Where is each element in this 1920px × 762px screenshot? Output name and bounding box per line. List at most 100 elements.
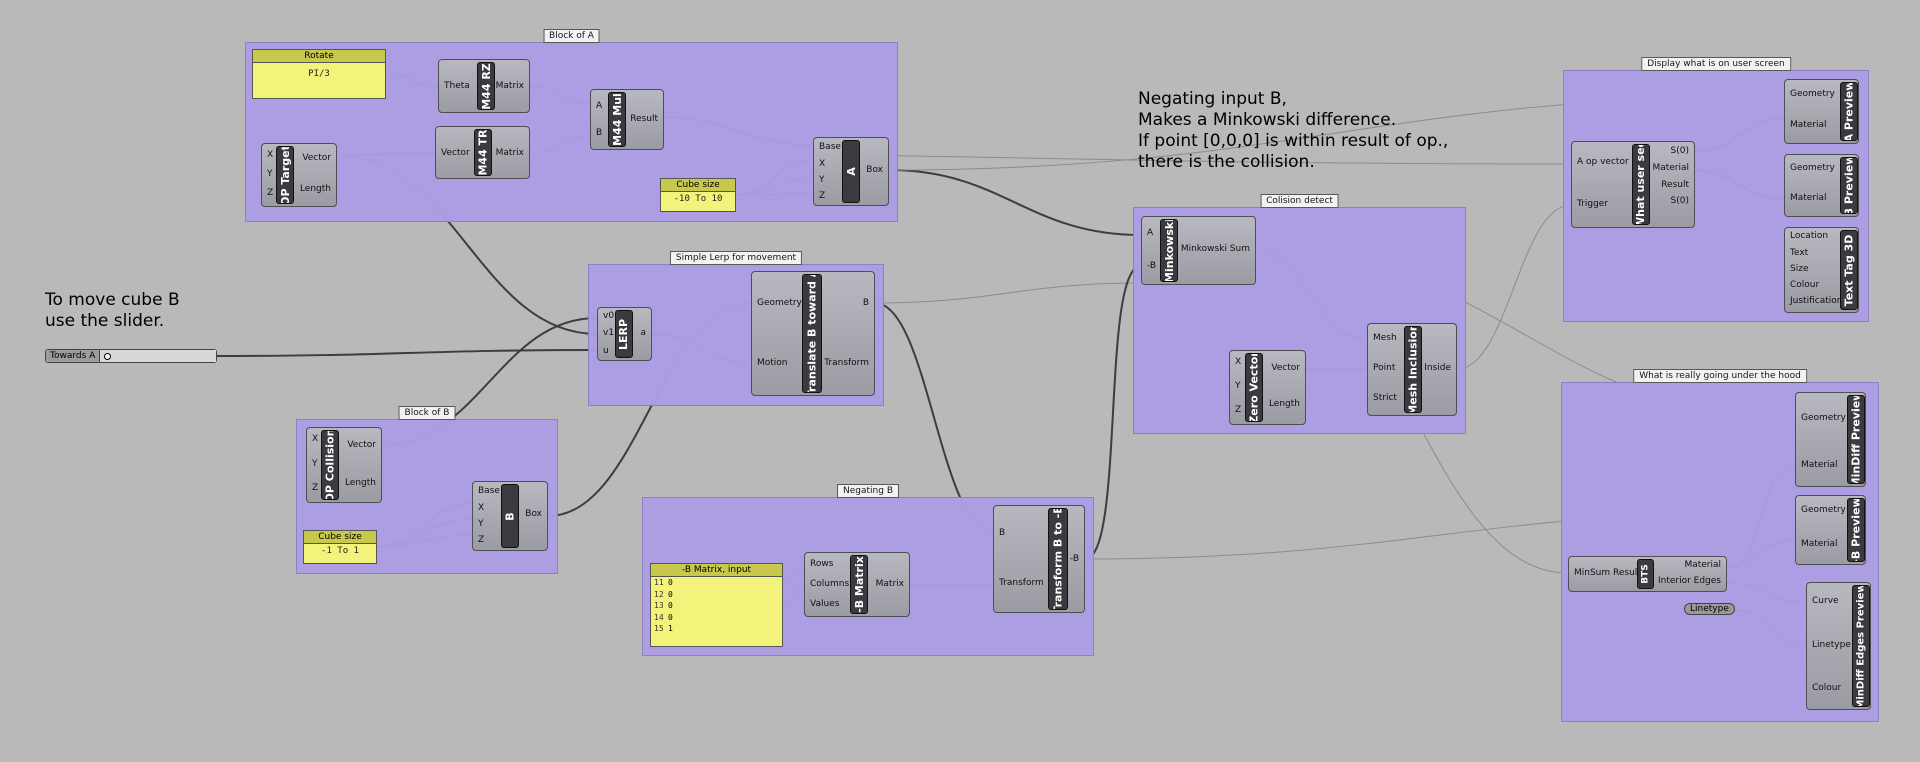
input-param[interactable]: A <box>596 101 603 111</box>
output-param[interactable]: Length <box>299 184 331 194</box>
input-param[interactable]: Z <box>267 188 274 198</box>
input-param[interactable]: Z <box>478 535 485 545</box>
cube-size-b-panel[interactable]: Cube size-1 To 1 <box>303 530 377 564</box>
input-param[interactable]: Y <box>267 169 273 179</box>
input-param[interactable]: Vector <box>441 148 470 158</box>
input-param[interactable]: Z <box>819 191 826 201</box>
output-param[interactable]: Matrix <box>495 148 524 158</box>
output-param[interactable]: Vector <box>302 153 331 163</box>
input-param[interactable]: Justification <box>1790 296 1843 306</box>
input-param[interactable]: Material <box>1801 460 1838 470</box>
input-param[interactable]: v0 <box>603 311 615 321</box>
input-param[interactable]: Geometry <box>1790 163 1835 173</box>
input-param[interactable]: Colour <box>1790 280 1820 290</box>
input-param[interactable]: Point <box>1373 363 1396 373</box>
input-param[interactable]: Geometry <box>1801 413 1846 423</box>
input-param[interactable]: Curve <box>1812 596 1839 606</box>
output-param[interactable]: Box <box>525 509 542 519</box>
output-param[interactable]: -B <box>1069 554 1079 564</box>
input-param[interactable]: Size <box>1790 264 1809 274</box>
output-param[interactable]: S(0) <box>1670 146 1689 156</box>
input-param[interactable]: B <box>999 528 1006 538</box>
input-param[interactable]: u <box>603 346 609 356</box>
output-param[interactable]: S(0) <box>1670 196 1689 206</box>
towards-a-slider[interactable]: Towards A <box>45 349 217 363</box>
input-param[interactable]: Trigger <box>1577 199 1609 209</box>
slider-track[interactable] <box>100 350 216 362</box>
input-param[interactable]: Z <box>312 483 319 493</box>
input-param[interactable]: -B <box>1147 261 1157 271</box>
input-param[interactable]: Geometry <box>757 298 802 308</box>
output-param[interactable]: Length <box>1268 399 1300 409</box>
panel-value[interactable]: -1 To 1 <box>321 546 359 556</box>
input-param[interactable]: B <box>596 128 603 138</box>
input-param[interactable]: Y <box>1235 381 1241 391</box>
input-param[interactable]: Y <box>819 175 825 185</box>
input-param[interactable]: Mesh <box>1373 333 1397 343</box>
cube-size-a-panel[interactable]: Cube size-10 To 10 <box>660 178 736 212</box>
input-param[interactable]: v1 <box>603 328 615 338</box>
input-param[interactable]: Material <box>1801 539 1838 549</box>
output-param[interactable]: Matrix <box>495 81 524 91</box>
output-param[interactable]: Length <box>344 478 376 488</box>
input-param[interactable]: Columns <box>810 579 850 589</box>
input-param[interactable]: X <box>819 159 826 169</box>
input-param[interactable]: Base <box>478 486 500 496</box>
input-param[interactable]: X <box>1235 357 1242 367</box>
input-param[interactable]: X <box>312 434 319 444</box>
output-param[interactable]: Material <box>1652 163 1689 173</box>
output-param[interactable]: Interior Edges <box>1657 576 1721 586</box>
input-param[interactable]: Colour <box>1812 683 1842 693</box>
input-param[interactable]: Values <box>810 599 840 609</box>
output-param[interactable]: Result <box>630 114 658 124</box>
output-param[interactable]: Material <box>1684 560 1721 570</box>
output-param[interactable]: a <box>640 328 646 338</box>
output-param[interactable]: Minkowski Sum <box>1180 244 1250 254</box>
input-param[interactable]: Motion <box>757 358 788 368</box>
input-param[interactable]: Theta <box>444 81 470 91</box>
input-param[interactable]: Geometry <box>1801 505 1846 515</box>
input-param[interactable]: MinSum Result <box>1574 568 1641 578</box>
output-param[interactable]: Vector <box>347 440 376 450</box>
output-param[interactable]: Inside <box>1424 363 1451 373</box>
panel-value[interactable]: -10 To 10 <box>673 194 723 204</box>
input-param[interactable]: Y <box>478 519 484 529</box>
output-param[interactable]: Box <box>866 165 883 175</box>
input-param[interactable]: Strict <box>1373 393 1397 403</box>
output-param[interactable]: Transform <box>824 358 869 368</box>
input-param[interactable]: A op vector <box>1577 157 1629 167</box>
output-param[interactable]: Matrix <box>875 579 904 589</box>
input-param[interactable]: Geometry <box>1790 89 1835 99</box>
input-param[interactable]: Rows <box>810 559 834 569</box>
input-param[interactable]: Linetype <box>1812 640 1851 650</box>
output-param[interactable]: B <box>862 298 869 308</box>
input-param[interactable]: X <box>267 150 274 160</box>
output-param[interactable]: Vector <box>1271 363 1300 373</box>
input-param[interactable]: Material <box>1790 193 1827 203</box>
